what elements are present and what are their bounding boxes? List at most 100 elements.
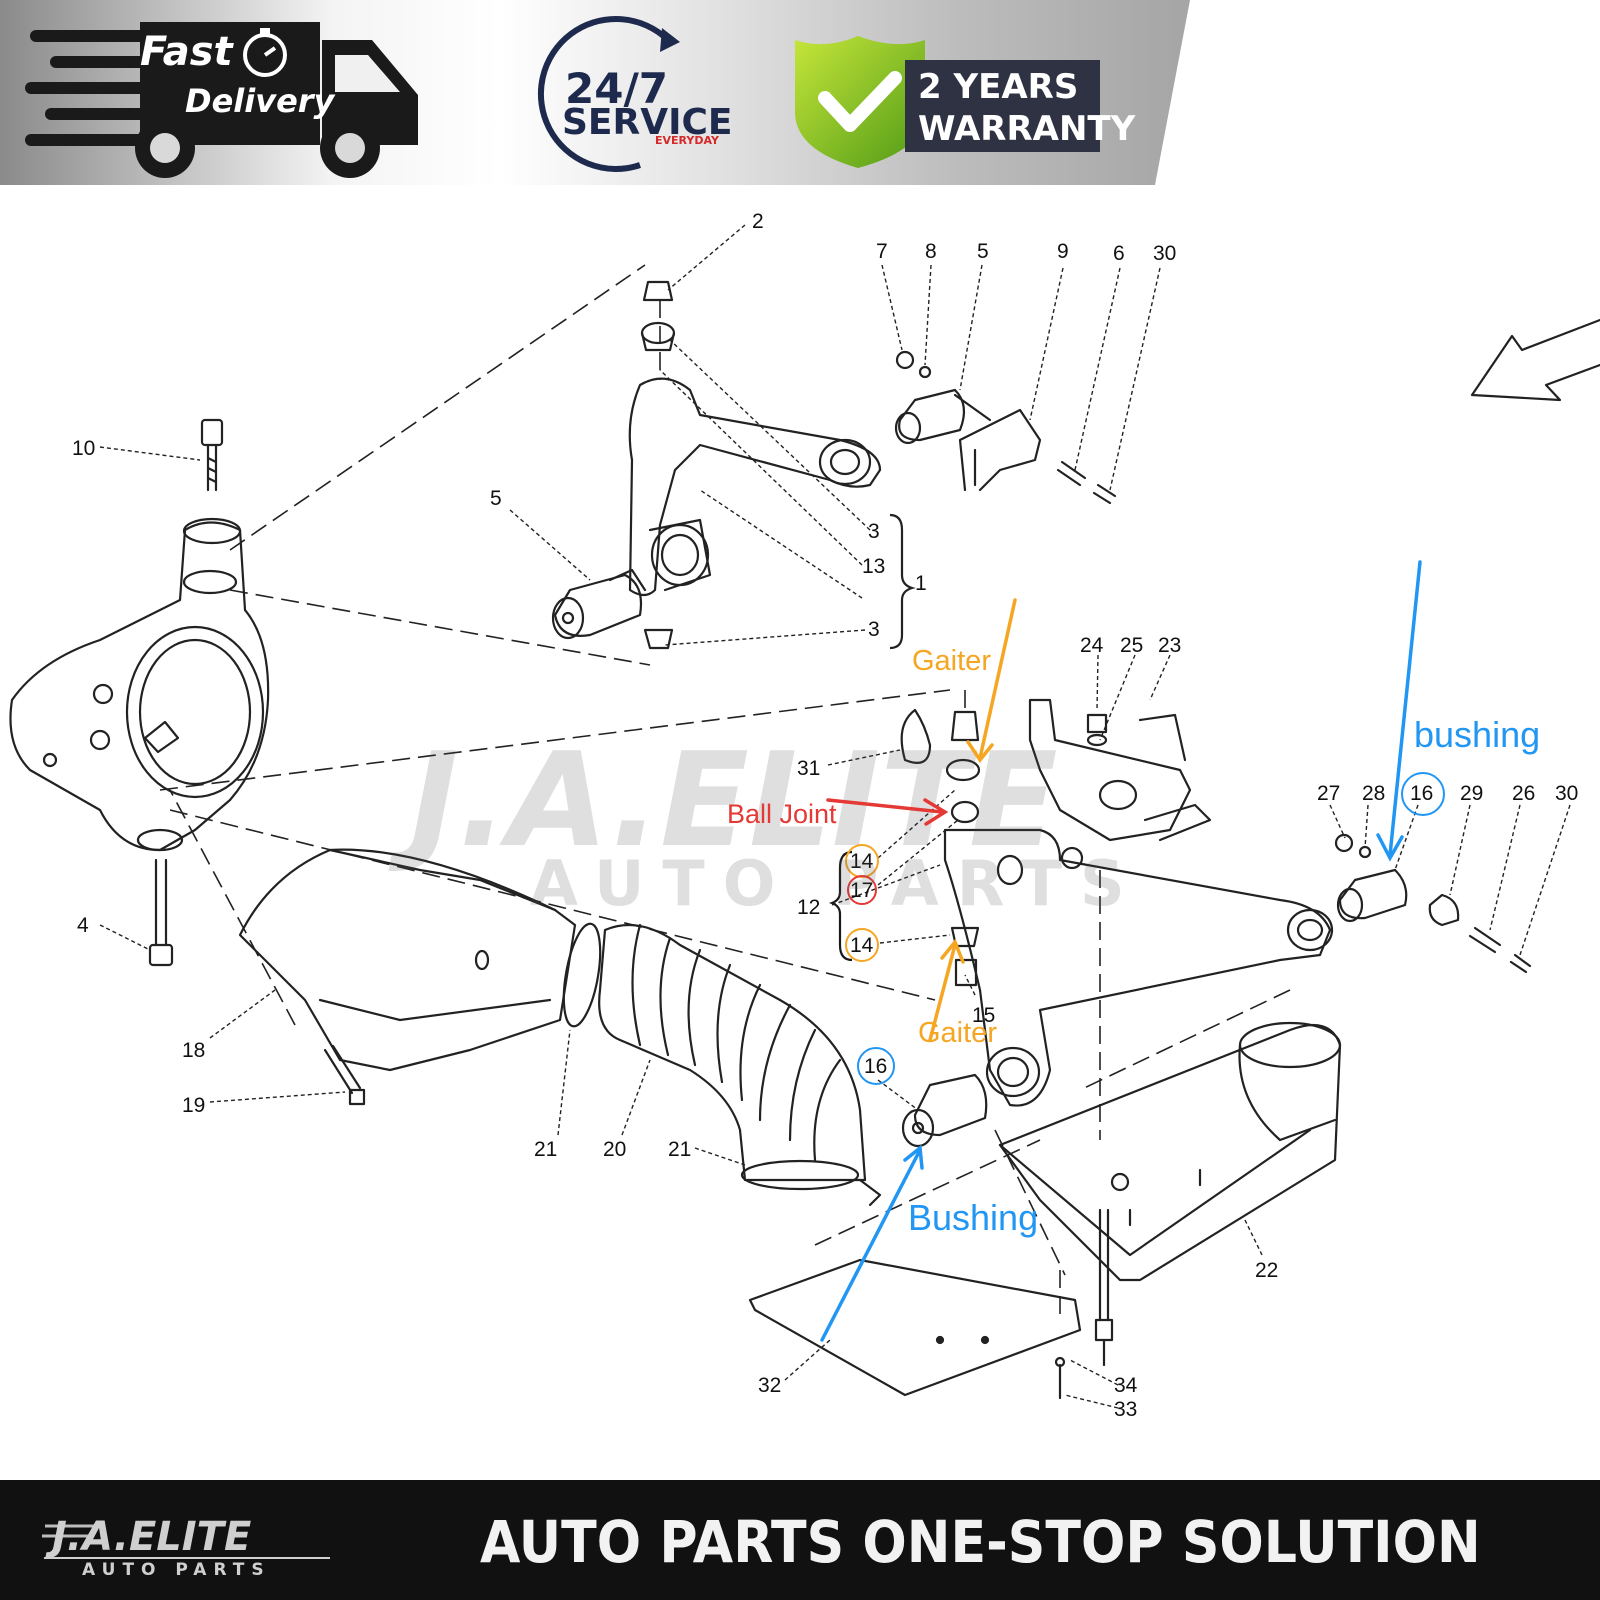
gaiter-bottom-arrow [928,938,965,1042]
group-1-bracket [889,513,916,650]
callout-24: 24 [1080,634,1104,657]
banner-graphic: Fast Delivery 24/7 SERVICE EVERYDAY 2 YE… [0,0,1190,185]
callout-7: 7 [876,240,888,263]
nut-24 [1086,713,1108,747]
highlight-14-bottom [845,928,879,962]
watermark-line1: J.A.ELITE [388,724,1058,876]
exploded-parts-diagram: 2 7 8 5 9 6 30 10 5 3 13 1 3 24 25 23 31… [0,185,1600,1480]
callout-14-top: 14 [850,850,874,873]
skid-plate-32 [748,1258,1082,1397]
upper-wishbone [628,377,882,597]
callout-21-right: 21 [668,1138,691,1161]
air-duct-18 [238,848,577,1072]
callout-23: 23 [1158,634,1181,657]
callout-5-top: 5 [977,240,989,263]
footer-logo: J.A.ELITE AUTO PARTS [42,1514,330,1578]
gaiter-bottom-label: Gaiter [918,1017,997,1049]
clamp-21-right [740,1159,882,1207]
warranty-shield-icon [795,36,925,168]
service-small-text: EVERYDAY [655,134,720,147]
callout-20: 20 [603,1138,626,1161]
highlight-16-lower [857,1047,895,1085]
callout-4: 4 [77,914,89,937]
highlight-circles [845,772,1445,1085]
bushing-16-lower [901,1073,988,1148]
clamp-21-left [562,922,602,1028]
callout-33: 33 [1114,1398,1137,1421]
bolt-4 [148,858,174,967]
steering-knuckle [9,517,270,852]
highlight-16-right [1401,772,1445,816]
callout-5-left: 5 [490,487,502,510]
callout-26: 26 [1512,782,1535,805]
warranty-line1: 2 YEARS [918,67,1078,107]
callout-28: 28 [1362,782,1385,805]
gaiter-top-arrow [966,598,1017,763]
callout-6: 6 [1113,242,1125,265]
callout-3-top: 3 [868,520,880,543]
callout-31: 31 [797,757,820,780]
bellows-hose-20 [598,923,867,1182]
ball-joint-label: Ball Joint [727,799,837,829]
footer-bar: J.A.ELITE AUTO PARTS AUTO PARTS ONE-STOP… [0,1480,1600,1600]
direction-arrow-icon [1470,318,1600,402]
footer-logo-line2: AUTO PARTS [82,1560,271,1578]
bolt-10 [200,418,224,492]
bracket-23 [1028,698,1212,842]
callout-17: 17 [850,879,873,902]
top-banner: Fast Delivery 24/7 SERVICE EVERYDAY 2 YE… [0,0,1600,185]
bracket-9 [958,408,1042,492]
service-word: SERVICE [562,102,733,143]
callout-16-right: 16 [1410,782,1433,805]
ball-joint-arrow [826,798,949,826]
callout-27: 27 [1317,782,1340,805]
callout-16-lower: 16 [864,1055,887,1078]
service-big-text: 24/7 [565,64,668,113]
upper-ball-joint [640,280,676,650]
air-duct-22 [998,1021,1342,1282]
callout-30-top: 30 [1153,242,1176,265]
footer-slogan: AUTO PARTS ONE-STOP SOLUTION [480,1508,1481,1576]
callout-leader-lines [99,224,1571,1409]
bushing-right-arrow [1376,560,1422,862]
callout-22: 22 [1255,1259,1278,1282]
warranty-line2: WARRANTY [918,109,1136,149]
callout-29: 29 [1460,782,1483,805]
callout-13: 13 [862,555,885,578]
bushing-5-right [894,350,992,445]
delivery-truck-icon [25,22,418,178]
bushing-16-right [1334,833,1532,974]
bushing-right-label: bushing [1414,714,1540,755]
callout-18: 18 [182,1039,205,1062]
bolt-33 [1054,1356,1066,1400]
service-clock-icon [537,15,680,172]
callout-21-left: 21 [534,1138,557,1161]
callout-15: 15 [972,1004,995,1027]
watermark-line2: AUTO PARTS [530,847,1143,920]
dashed-guide-lines [159,264,1291,1320]
warranty-box [905,60,1100,152]
callout-30-right: 30 [1555,782,1578,805]
delivery-line2: Delivery [185,82,336,120]
pin-6 [1056,460,1087,487]
gaiter-top-label: Gaiter [912,645,991,677]
callout-9: 9 [1057,240,1069,263]
callout-32: 32 [758,1374,781,1397]
pin-30-top [1092,483,1117,505]
highlight-17 [847,875,877,905]
bolt-19 [323,1044,366,1106]
callout-34: 34 [1114,1374,1138,1397]
callout-numbers: 2 7 8 5 9 6 30 10 5 3 13 1 3 24 25 23 31… [72,210,1578,1421]
callout-14-bottom: 14 [850,934,874,957]
footer-logo-line1: J.A.ELITE [45,1514,251,1560]
callout-8: 8 [925,240,937,263]
callout-1: 1 [915,572,927,595]
clip-31 [900,708,932,764]
callout-12: 12 [797,896,820,919]
delivery-line1: Fast [140,29,235,75]
stopwatch-icon [243,28,287,77]
callout-2: 2 [752,210,764,233]
diagram-svg: 2 7 8 5 9 6 30 10 5 3 13 1 3 24 25 23 31… [9,210,1600,1421]
bolt-34 [1094,1208,1114,1367]
group-12-bracket [828,850,853,962]
